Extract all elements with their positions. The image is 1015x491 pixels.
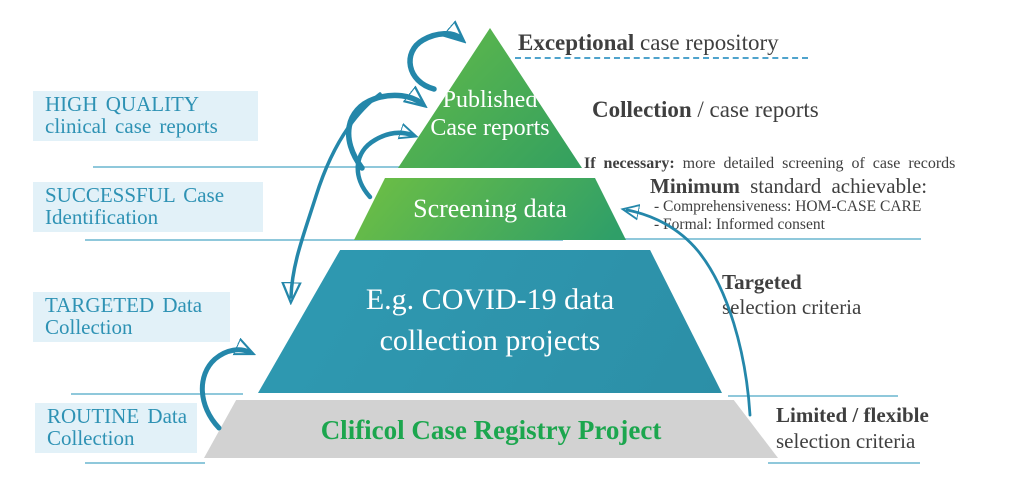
annotation-if-necessary-rest: more detailed screening of case records (674, 155, 956, 172)
arrow-to-apex-icon (407, 34, 460, 92)
published-line1: Published (442, 87, 538, 113)
label-high-quality: HIGH QUALITY clinical case reports (33, 91, 258, 141)
pyramid-level-clificol: Clificol Case Registry Project (204, 400, 778, 458)
annotation-if-necessary: If necessary: more detailed screening of… (584, 155, 955, 173)
annotation-exceptional-bold: Exceptional (518, 30, 635, 55)
annotation-targeted-line1: Targeted (722, 270, 802, 294)
clificol-label: Clificol Case Registry Project (320, 415, 662, 445)
separator-line-2-right (616, 238, 921, 240)
annotation-minimum-rest: standard achievable: (739, 174, 928, 198)
label-successful-case-line2: Identification (45, 205, 159, 229)
label-targeted-data-line2: Collection (45, 315, 133, 339)
label-high-quality-line1: HIGH QUALITY (45, 92, 200, 116)
published-line2: Case reports (430, 115, 550, 141)
label-routine-data-line1: ROUTINE Data (47, 404, 188, 428)
annotation-if-necessary-bold: If necessary: (584, 155, 675, 172)
annotation-collection-rest: / case reports (691, 97, 819, 122)
covid-line2: collection projects (379, 324, 601, 357)
label-high-quality-line2: clinical case reports (45, 114, 218, 138)
annotation-exceptional-rest: case repository (634, 30, 779, 55)
screening-label: Screening data (413, 194, 567, 223)
label-targeted-data-line1: TARGETED Data (45, 293, 203, 317)
annotation-limited-line2: selection criteria (776, 429, 916, 453)
annotation-minimum-bold: Minimum (650, 174, 740, 198)
annotation-bullet-formal: - Formal: Informed consent (654, 216, 825, 233)
label-routine-data: ROUTINE Data Collection (35, 403, 198, 453)
covid-line1: E.g. COVID-19 data (365, 283, 615, 316)
separator-line-3-right (728, 395, 898, 397)
pyramid-level-covid: E.g. COVID-19 data collection projects (258, 250, 722, 393)
dashed-line-apex (515, 57, 808, 59)
pyramid-level-screening: Screening data (354, 178, 626, 240)
separator-line-3-left (71, 393, 243, 395)
label-routine-data-line2: Collection (47, 426, 135, 450)
label-successful-case: SUCCESSFUL Case Identification (33, 182, 263, 232)
separator-line-4-left (85, 462, 205, 464)
annotation-collection-bold: Collection (592, 97, 692, 122)
separator-line-4-right (768, 462, 920, 464)
annotation-targeted-line2: selection criteria (722, 295, 862, 319)
annotation-collection: Collection / case reports (592, 97, 819, 123)
annotation-limited-line1: Limited / flexible (776, 403, 929, 427)
annotation-exceptional: Exceptional case repository (518, 30, 779, 56)
label-successful-case-line1: SUCCESSFUL Case (45, 183, 225, 207)
label-targeted-data: TARGETED Data Collection (33, 292, 230, 342)
annotation-minimum: Minimum standard achievable: (650, 174, 927, 199)
annotation-bullet-comprehensiveness: - Comprehensiveness: HOM-CASE CARE (654, 198, 922, 215)
